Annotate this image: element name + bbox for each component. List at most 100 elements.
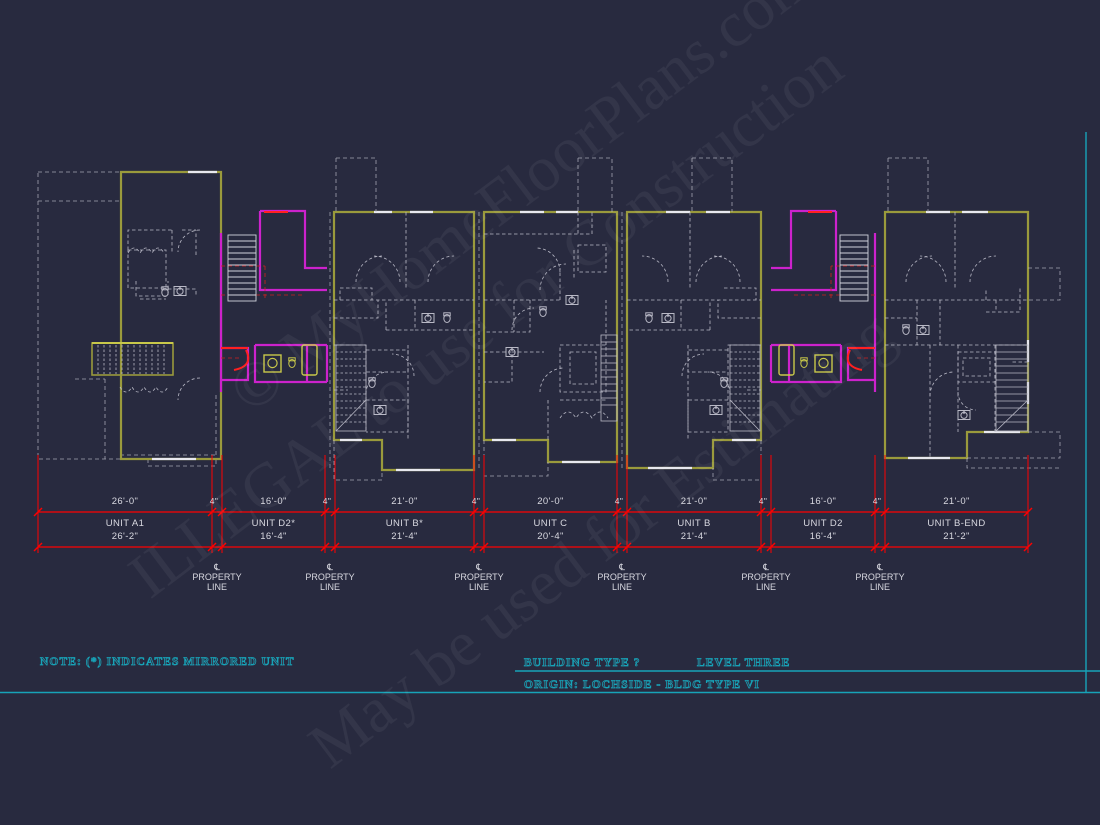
dimension-top-6: 21'-0" <box>943 496 970 507</box>
unit-name-5: UNIT D2 <box>803 518 843 529</box>
sheet-border <box>0 132 1100 694</box>
dimension-tick <box>207 542 217 552</box>
dimension-tick <box>469 542 479 552</box>
unit-name-3: UNIT C <box>534 518 568 529</box>
dimension-tick <box>1023 542 1033 552</box>
dimension-tick <box>320 507 330 517</box>
ghost-outline-bm <box>333 157 383 481</box>
unit-b-interior <box>627 212 761 440</box>
level-label: LEVEL THREE <box>697 657 790 669</box>
unit-c-stair <box>600 334 618 422</box>
unit-bend-stair <box>995 344 1029 432</box>
unit-d2m-stair <box>227 234 257 302</box>
unit-name-4: UNIT B <box>677 518 710 529</box>
gap-dimension-0: 4" <box>210 496 219 506</box>
unit-d2-bath <box>778 344 833 376</box>
dimension-tick <box>217 542 227 552</box>
unit-name-1: UNIT D2* <box>252 518 296 529</box>
unit-b-windows <box>648 210 756 470</box>
dimension-tick <box>880 542 890 552</box>
dimension-tick <box>880 507 890 517</box>
dimension-bottom-4: 21'-4" <box>681 531 708 542</box>
gap-dimension-4: 4" <box>759 496 768 506</box>
mirrored-unit-note: NOTE: (*) INDICATES MIRRORED UNIT <box>40 656 295 668</box>
unit-d2-stair <box>839 234 869 302</box>
unit-name-6: UNIT B-END <box>927 518 985 529</box>
dimension-tick <box>870 507 880 517</box>
dimension-tick <box>217 507 227 517</box>
unit-d2-accent <box>808 211 875 371</box>
unit-bend-interior <box>885 212 1028 458</box>
property-line-sub-5: LINE <box>870 582 890 592</box>
dimension-tick <box>612 542 622 552</box>
dimension-text-block: 26'-0" UNIT A1 26'-2" 16'-0" UNIT D2* 16'-4" 2… <box>106 496 985 542</box>
property-line-symbol-1: ℄ <box>326 562 333 572</box>
unit-a1-walls <box>119 170 223 461</box>
dimension-top-3: 20'-0" <box>537 496 564 507</box>
dimension-tick <box>622 507 632 517</box>
property-line-label-2: PROPERTY <box>454 572 503 582</box>
dimension-tick <box>870 542 880 552</box>
dimension-bottom-5: 16'-4" <box>810 531 837 542</box>
dimension-block <box>33 455 1033 553</box>
unit-c-interior <box>484 212 607 440</box>
dimension-tick <box>622 542 632 552</box>
property-line-label-0: PROPERTY <box>192 572 241 582</box>
dimension-tick <box>320 542 330 552</box>
property-line-symbol-4: ℄ <box>762 562 769 572</box>
unit-joints <box>329 212 623 470</box>
unit-c-swings <box>511 247 609 419</box>
property-line-symbol-3: ℄ <box>618 562 625 572</box>
unit-d2m-accent <box>221 211 288 371</box>
gap-dimension-2: 4" <box>472 496 481 506</box>
dimension-tick <box>469 507 479 517</box>
unit-bm-swings <box>355 255 455 395</box>
property-line-label-5: PROPERTY <box>855 572 904 582</box>
property-line-sub-3: LINE <box>612 582 632 592</box>
unit-b-stair <box>729 344 761 432</box>
dimension-tick <box>330 542 340 552</box>
unit-d2m-bath <box>263 344 318 376</box>
unit-bm-windows <box>340 210 440 472</box>
dimension-bottom-0: 26'-2" <box>112 531 139 542</box>
origin-label: ORIGIN: LOCHSIDE - BLDG TYPE VI <box>524 679 760 691</box>
property-line-sub-0: LINE <box>207 582 227 592</box>
unit-bend-swings <box>905 255 997 411</box>
property-line-block: ℄PROPERTYLINE℄PROPERTYLINE℄PROPERTYLINE℄… <box>192 562 904 592</box>
unit-b-swings <box>641 255 741 395</box>
gap-dimension-3: 4" <box>615 496 624 506</box>
unit-c-windows <box>492 210 600 464</box>
dimension-tick <box>1023 507 1033 517</box>
ghost-outline-bend <box>887 157 1061 469</box>
ghost-outline-left <box>37 171 217 467</box>
dimension-bottom-6: 21'-2" <box>943 531 970 542</box>
dimension-tick <box>479 542 489 552</box>
property-line-symbol-0: ℄ <box>213 562 220 572</box>
property-line-sub-4: LINE <box>756 582 776 592</box>
ghost-outline-b <box>691 157 762 481</box>
property-line-sub-2: LINE <box>469 582 489 592</box>
unit-bm-stair <box>335 344 367 432</box>
unit-name-0: UNIT A1 <box>106 518 145 529</box>
dimension-top-0: 26'-0" <box>112 496 139 507</box>
dimension-top-4: 21'-0" <box>681 496 708 507</box>
dimension-tick <box>766 542 776 552</box>
gap-dimension-5: 4" <box>873 496 882 506</box>
unit-a1-door-swings <box>119 229 201 401</box>
unit-name-2: UNIT B* <box>386 518 423 529</box>
property-line-sub-1: LINE <box>320 582 340 592</box>
dimension-tick <box>756 542 766 552</box>
building-type-label: BUILDING TYPE ? <box>524 657 641 669</box>
dimension-tick <box>479 507 489 517</box>
dimension-top-1: 16'-0" <box>260 496 287 507</box>
dimension-bottom-1: 16'-4" <box>260 531 287 542</box>
dimension-tick <box>33 542 43 552</box>
gap-dimension-1: 4" <box>323 496 332 506</box>
dimension-tick <box>330 507 340 517</box>
dimension-tick <box>766 507 776 517</box>
property-line-label-4: PROPERTY <box>741 572 790 582</box>
dimension-top-2: 21'-0" <box>391 496 418 507</box>
